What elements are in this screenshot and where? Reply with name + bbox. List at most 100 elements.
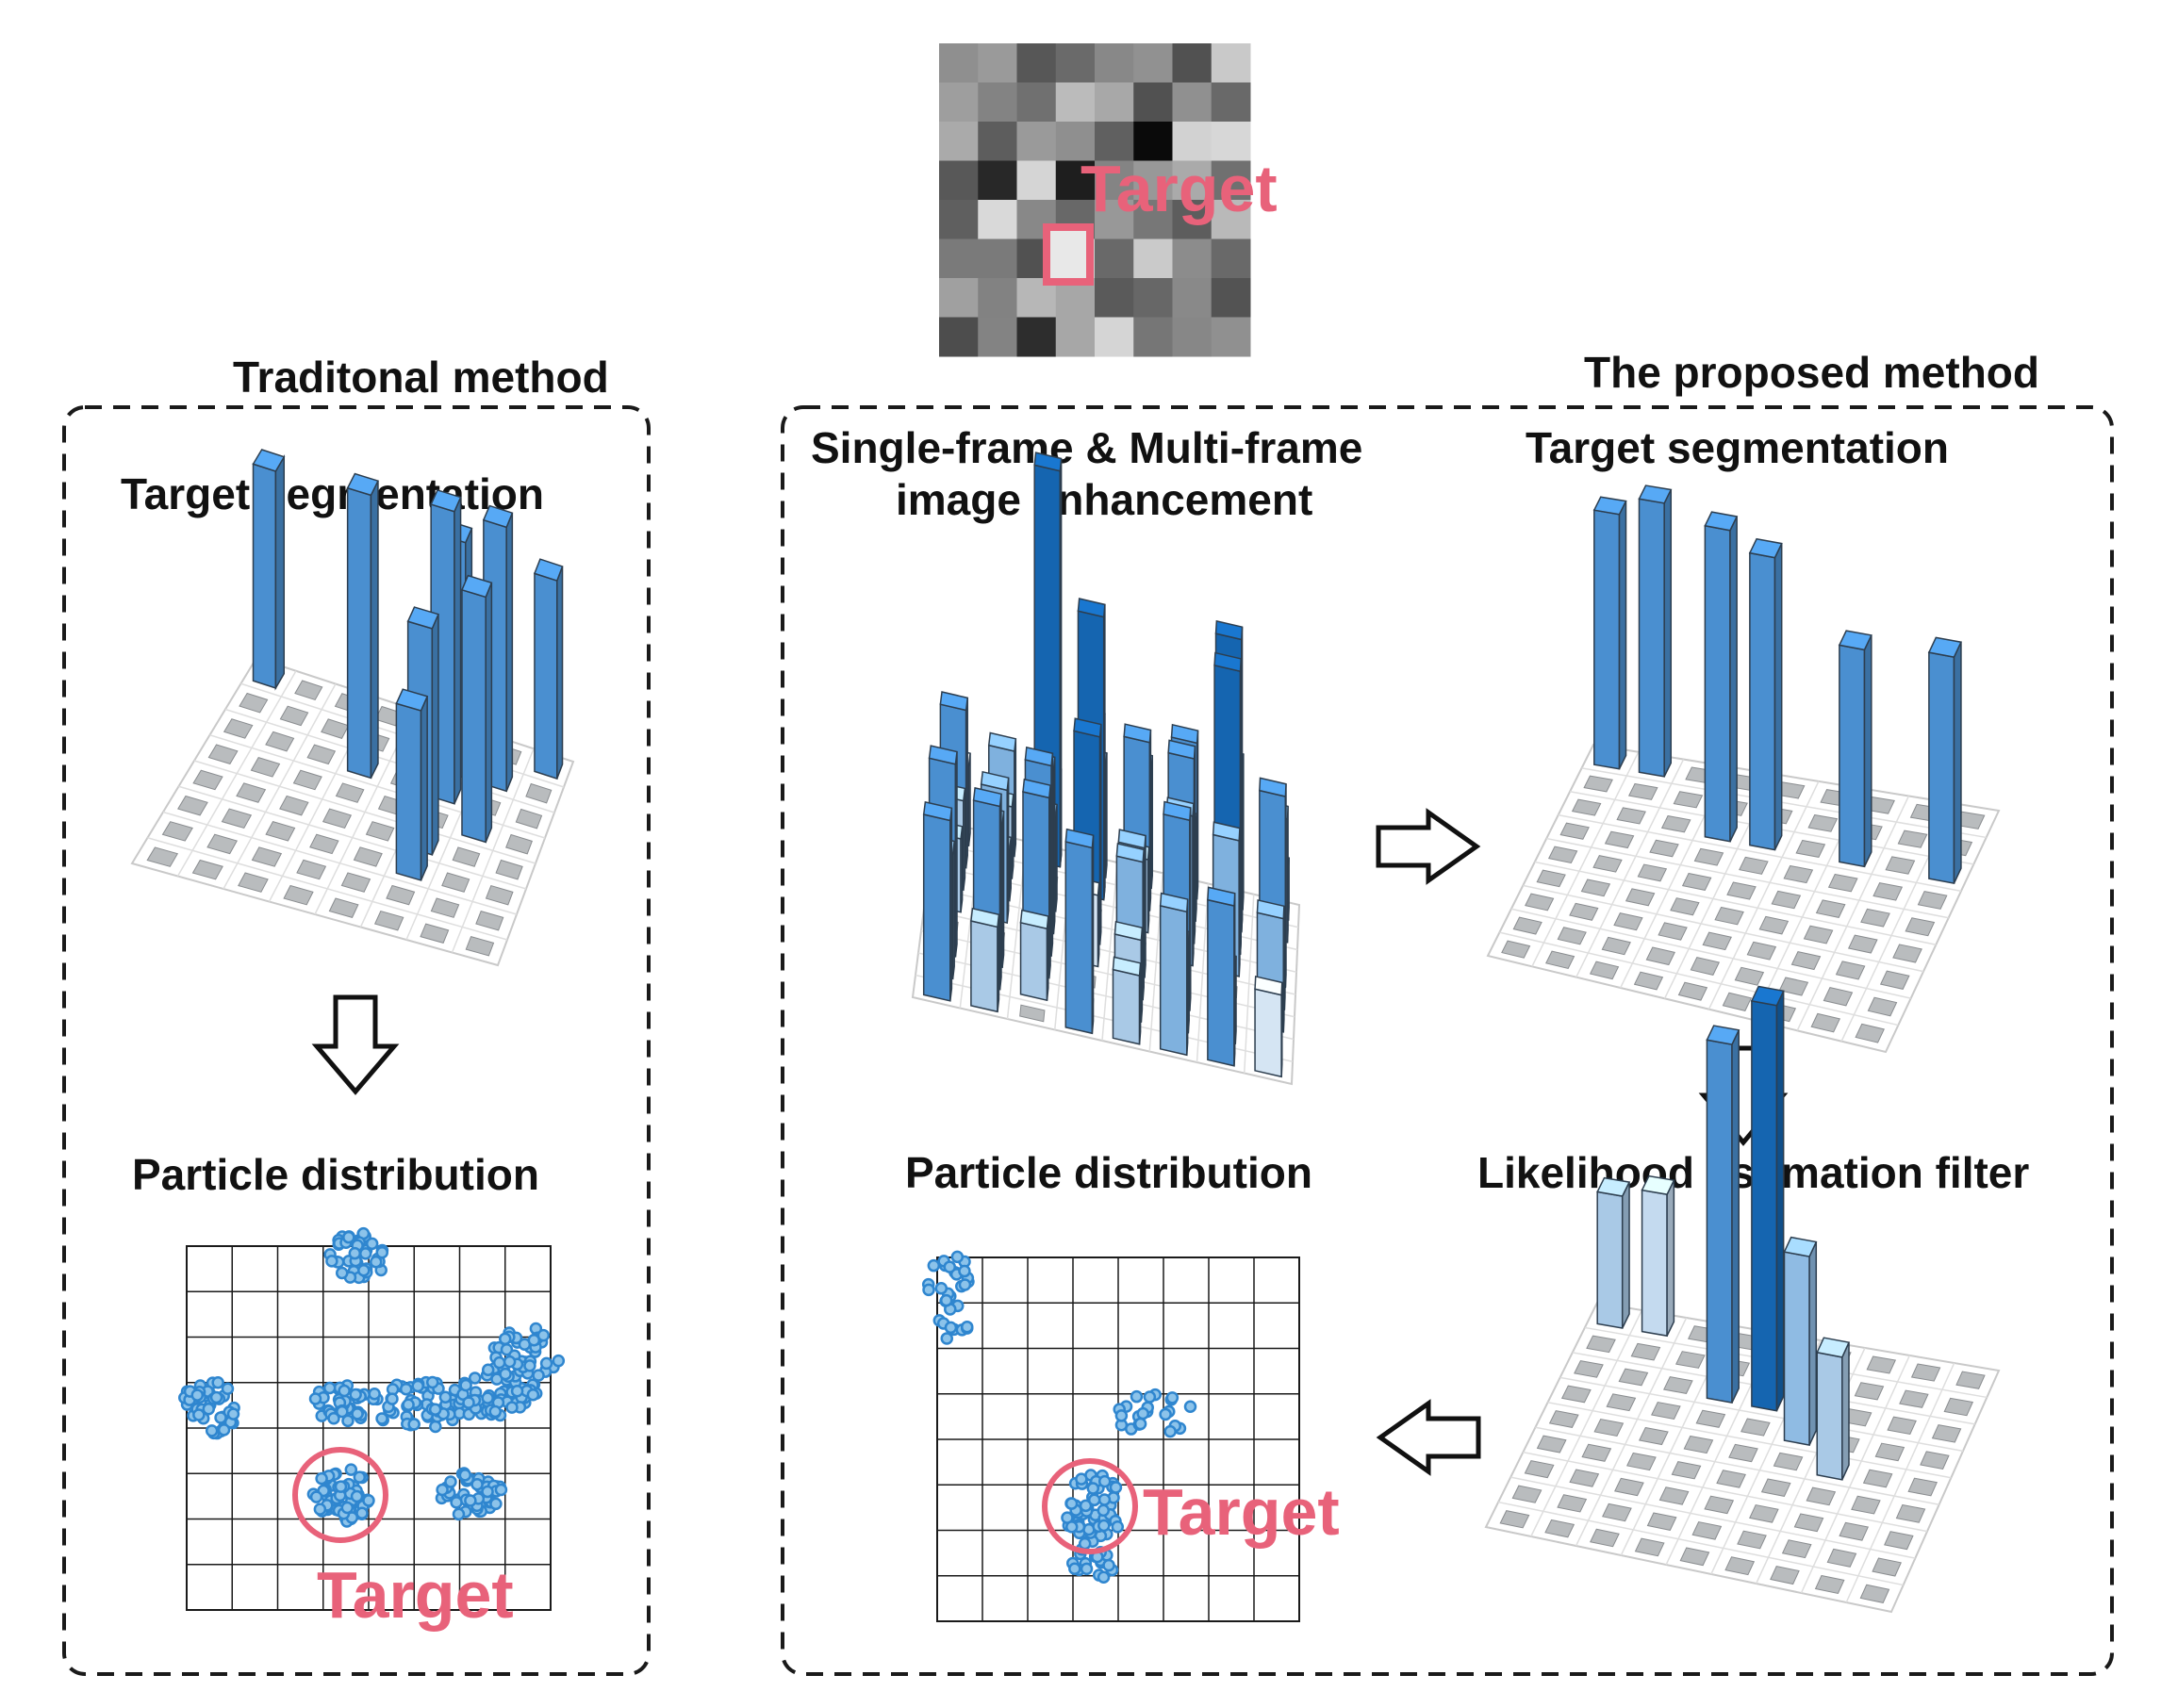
particle bbox=[217, 1423, 231, 1437]
bar-side-face bbox=[1618, 501, 1627, 770]
floor-tile bbox=[1943, 1397, 1974, 1417]
floor-tile bbox=[1905, 917, 1936, 937]
floor-tile bbox=[1634, 1537, 1665, 1557]
floor-tile bbox=[1677, 981, 1708, 1001]
particle bbox=[523, 1359, 536, 1372]
floor-tile bbox=[1616, 807, 1646, 825]
particle bbox=[499, 1367, 512, 1381]
pixel bbox=[1133, 160, 1173, 201]
floor-tile bbox=[1512, 916, 1542, 935]
particle bbox=[943, 1260, 957, 1273]
particle bbox=[532, 1369, 545, 1382]
bar-top-face bbox=[482, 504, 514, 529]
floor-tile bbox=[505, 833, 533, 855]
floor-tile bbox=[1778, 977, 1809, 996]
floor-tile bbox=[1806, 1486, 1837, 1506]
traditional-particle-grid bbox=[186, 1245, 552, 1611]
floor-tile bbox=[1679, 1547, 1710, 1567]
particle bbox=[464, 1494, 477, 1507]
floor-line bbox=[1575, 759, 1685, 977]
floor-tile bbox=[1795, 839, 1826, 858]
target-pixel-box bbox=[1043, 223, 1094, 286]
pixel bbox=[978, 317, 1017, 357]
floor-tile bbox=[1920, 1451, 1950, 1470]
particle bbox=[322, 1381, 337, 1395]
bar-front-face bbox=[1839, 644, 1866, 868]
floor-tile bbox=[1673, 791, 1704, 809]
floor-tile bbox=[207, 744, 239, 765]
pixel bbox=[978, 122, 1017, 161]
floor-tile bbox=[238, 872, 269, 893]
pixel bbox=[1016, 82, 1057, 123]
pixel bbox=[1095, 317, 1134, 357]
bar-top-face bbox=[1212, 821, 1241, 842]
proposed-target-circle bbox=[1042, 1458, 1138, 1554]
particle bbox=[362, 1494, 375, 1507]
bar-top-face bbox=[1163, 800, 1192, 822]
bar-side-face bbox=[1621, 1181, 1630, 1329]
floor-tile bbox=[1693, 847, 1724, 866]
floor-tile bbox=[1604, 830, 1635, 849]
arrow-right-icon bbox=[1376, 808, 1481, 885]
bar-top-face bbox=[1592, 496, 1627, 516]
particle bbox=[922, 1283, 935, 1297]
floor-tile bbox=[296, 859, 327, 880]
pixel bbox=[1211, 238, 1251, 279]
particle bbox=[221, 1382, 235, 1396]
particle bbox=[1097, 1474, 1112, 1488]
particle bbox=[338, 1384, 351, 1398]
floor-tile bbox=[430, 897, 460, 918]
pixel bbox=[939, 82, 979, 123]
particle bbox=[355, 1506, 369, 1520]
particle bbox=[1068, 1562, 1081, 1575]
floor-tile bbox=[475, 910, 504, 931]
bar-side-face bbox=[1286, 806, 1289, 943]
floor-tile bbox=[1658, 1486, 1690, 1505]
bar-front-face bbox=[1159, 904, 1188, 1057]
floor-tile bbox=[191, 859, 223, 880]
bar-top-face bbox=[1123, 723, 1152, 744]
bar-front-face bbox=[1816, 1351, 1843, 1481]
pixel bbox=[1133, 317, 1173, 357]
floor-tile bbox=[1874, 1442, 1905, 1462]
bar-side-face bbox=[951, 841, 955, 979]
bar-top-face bbox=[1113, 920, 1144, 942]
floor-tile bbox=[1589, 961, 1620, 980]
floor-tile bbox=[1781, 1539, 1812, 1559]
floor-tile bbox=[1569, 1469, 1600, 1487]
pixel bbox=[1211, 122, 1251, 161]
bar-front-face bbox=[1749, 551, 1776, 851]
particle bbox=[369, 1256, 383, 1269]
floor-tile bbox=[1586, 1335, 1616, 1354]
floor-tile bbox=[1783, 864, 1814, 884]
bar-side-face bbox=[998, 794, 1002, 990]
bar-top-face bbox=[1167, 739, 1196, 760]
particle bbox=[552, 1354, 566, 1368]
bar-front-face bbox=[1638, 498, 1665, 778]
bar-top-face bbox=[1214, 619, 1244, 641]
particle bbox=[358, 1247, 372, 1260]
pixel bbox=[1016, 317, 1057, 357]
bar-side-face bbox=[274, 453, 286, 691]
floor-tile bbox=[1649, 839, 1679, 858]
floor-tile bbox=[1897, 829, 1928, 848]
floor-tile bbox=[1907, 1477, 1938, 1497]
pixel bbox=[1095, 238, 1134, 279]
bar-top-face bbox=[533, 558, 564, 582]
floor-tile bbox=[265, 731, 295, 752]
bar-top-face bbox=[1596, 1176, 1631, 1197]
particle bbox=[481, 1391, 494, 1404]
bar-top-face bbox=[922, 800, 953, 822]
floor-tile bbox=[1716, 1470, 1746, 1488]
particle bbox=[488, 1404, 503, 1419]
floor-tile bbox=[1614, 1477, 1644, 1497]
bar-side-face bbox=[963, 788, 966, 891]
bar-front-face bbox=[1928, 651, 1955, 885]
floor-line bbox=[1575, 1317, 1688, 1547]
pixel bbox=[978, 43, 1017, 83]
particle bbox=[934, 1282, 949, 1295]
floor-tile bbox=[1645, 946, 1675, 966]
enhancement-bar-plot bbox=[911, 452, 1301, 1086]
floor-tile bbox=[420, 923, 450, 944]
pixel bbox=[1055, 160, 1096, 201]
